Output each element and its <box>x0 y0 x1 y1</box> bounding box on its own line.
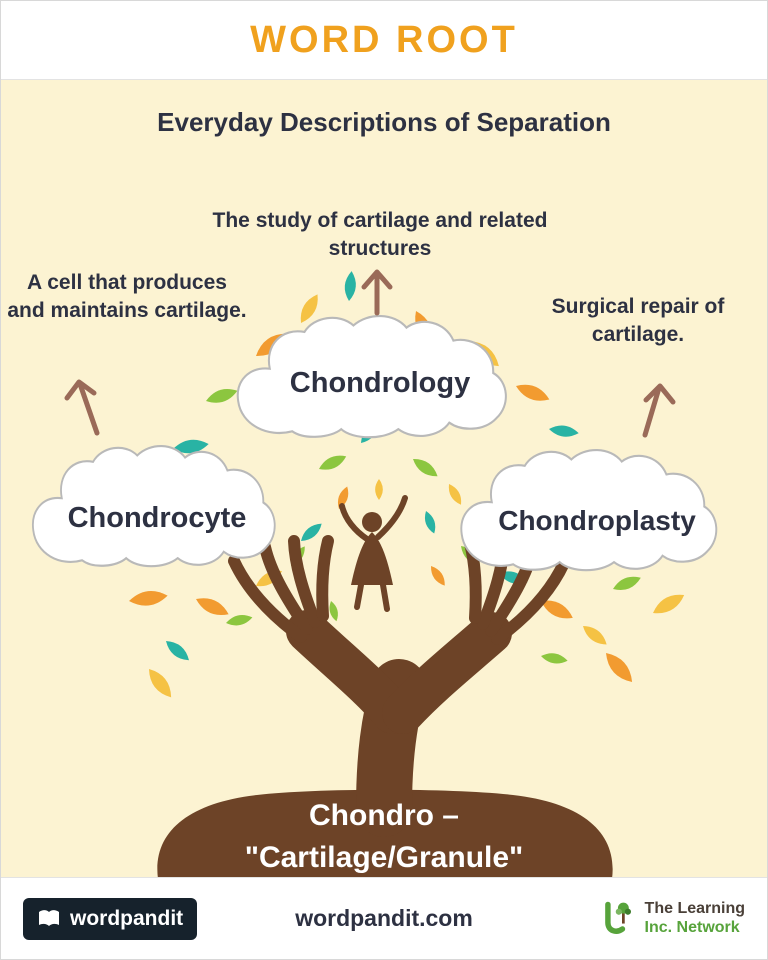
term-chondrology: Chondrology <box>289 367 471 399</box>
root-meaning-label: Chondro – "Cartilage/Granule" <box>1 795 767 879</box>
page-title: WORD ROOT <box>250 18 518 61</box>
child-silhouette <box>339 495 408 612</box>
open-book-icon <box>39 909 59 926</box>
term-chondrocyte: Chondrocyte <box>67 502 247 534</box>
partner-text: The Learning Inc. Network <box>645 900 745 937</box>
partner-name-line2: Inc. Network <box>644 918 740 936</box>
definition-chondrocyte: A cell that produces and maintains carti… <box>7 271 247 322</box>
brand-name: wordpandit <box>70 906 184 930</box>
up-arrow-icons <box>64 269 676 438</box>
site-url: wordpandit.com <box>295 905 473 931</box>
partner-name-line1: The Learning <box>644 900 745 918</box>
footer-bar: wordpandit wordpandit.com The Learning I… <box>1 877 767 959</box>
partner-logo: The Learning Inc. Network <box>597 899 745 939</box>
definition-chondrology: The study of cartilage and related struc… <box>212 209 548 260</box>
term-chondroplasty: Chondroplasty <box>498 505 696 536</box>
root-meaning-line2: "Cartilage/Granule" <box>244 841 524 874</box>
definition-chondroplasty: Surgical repair of cartilage. <box>551 295 725 346</box>
tree-network-icon <box>604 901 631 934</box>
wordpandit-logo-badge: wordpandit <box>23 897 198 940</box>
header-bar: WORD ROOT <box>1 1 767 80</box>
subtitle: Everyday Descriptions of Separation <box>157 107 611 137</box>
root-meaning-line1: Chondro – <box>309 799 459 832</box>
hands-tree <box>228 535 570 837</box>
